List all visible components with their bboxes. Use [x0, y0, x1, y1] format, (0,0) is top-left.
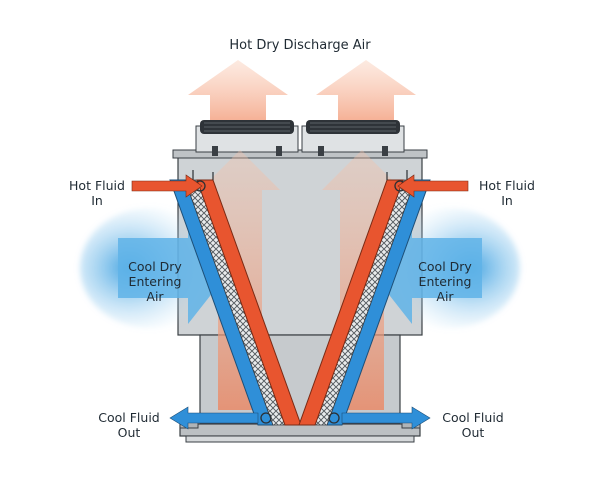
- cool-air-left-line2: Entering: [128, 274, 182, 289]
- cool-fluid-out-left-label: Cool Fluid Out: [92, 410, 166, 440]
- left-coil: [169, 170, 302, 426]
- cool-fluid-out-right-line2: Out: [461, 425, 485, 440]
- cool-air-right-label: Cool Dry Entering Air: [410, 259, 480, 304]
- cool-air-left-line3: Air: [146, 289, 164, 304]
- hot-air-arrow-icon: [188, 60, 288, 130]
- cool-air-right-line2: Entering: [418, 274, 472, 289]
- cool-fluid-out-left-line1: Cool Fluid: [98, 410, 160, 425]
- hot-fluid-in-right-line2: In: [501, 193, 513, 208]
- fluid-flow-arrow-icon: [169, 406, 259, 430]
- cool-air-left-line1: Cool Dry: [128, 259, 182, 274]
- discharge-air-label: Hot Dry Discharge Air: [200, 38, 400, 53]
- right-coil: [298, 170, 431, 426]
- fluid-flow-arrow-icon: [341, 406, 431, 430]
- cool-fluid-out-right-label: Cool Fluid Out: [436, 410, 510, 440]
- hot-fluid-in-right-line1: Hot Fluid: [479, 178, 535, 193]
- hot-air-arrow-icon: [316, 60, 416, 130]
- fluid-flow-arrow-icon: [131, 174, 203, 198]
- hot-fluid-in-left-line1: Hot Fluid: [69, 178, 125, 193]
- cool-air-left-label: Cool Dry Entering Air: [120, 259, 190, 304]
- hot-fluid-in-left-label: Hot Fluid In: [62, 178, 132, 208]
- discharge-air-text: Hot Dry Discharge Air: [229, 38, 371, 53]
- cool-fluid-out-left-line2: Out: [117, 425, 141, 440]
- hot-fluid-in-left-line2: In: [91, 193, 103, 208]
- hot-fluid-in-right-label: Hot Fluid In: [472, 178, 542, 208]
- fluid-flow-arrow-icon: [397, 174, 469, 198]
- fan-icon: [195, 120, 299, 156]
- cool-air-right-line3: Air: [436, 289, 454, 304]
- fan-icon: [301, 120, 405, 156]
- cool-air-right-line1: Cool Dry: [418, 259, 472, 274]
- cool-fluid-out-right-line1: Cool Fluid: [442, 410, 504, 425]
